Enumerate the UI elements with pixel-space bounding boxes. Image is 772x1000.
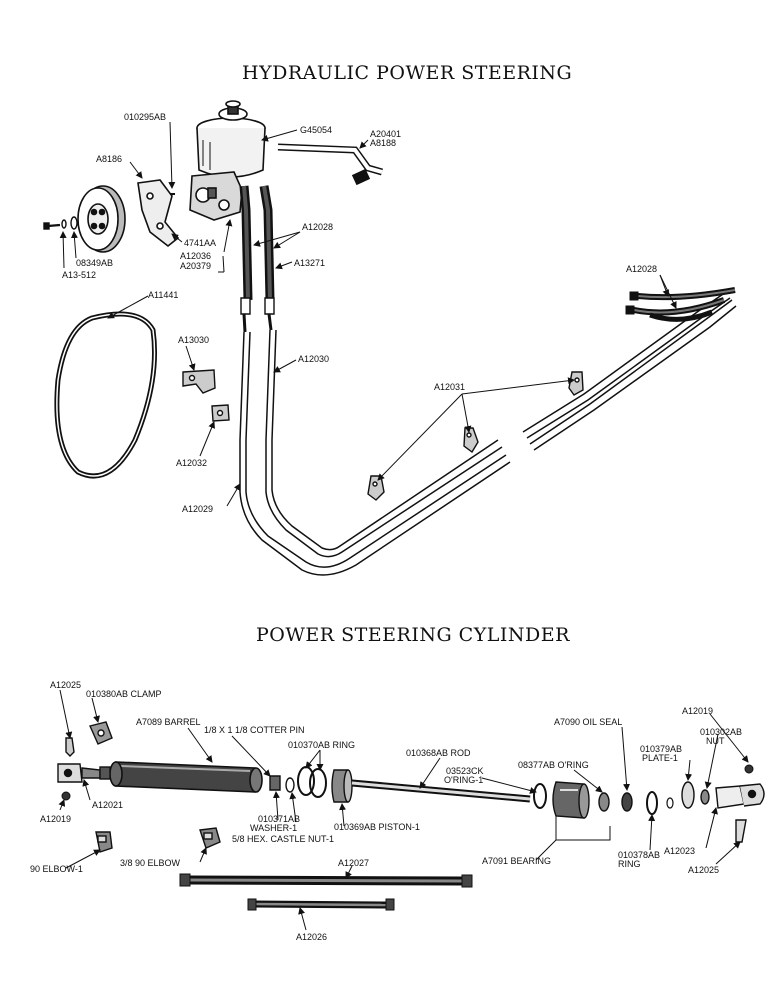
label-plate-1: PLATE-1	[642, 753, 678, 763]
label-a12025-top: A12025	[50, 680, 81, 690]
label-010379ab: 010379AB	[640, 744, 682, 754]
label-a12028-top: A12028	[302, 222, 333, 232]
label-90-elbow: 90 ELBOW-1	[30, 864, 83, 874]
label-a13-512: A13-512	[62, 270, 96, 280]
piston-rod	[351, 779, 531, 803]
clamp-a12032	[211, 404, 230, 422]
label-a12025-bottom: A12025	[688, 865, 719, 875]
label-a7089: A7089 BARREL	[136, 717, 201, 727]
clamps-a12031	[367, 371, 584, 501]
label-010369ab: 010369AB PISTON-1	[334, 822, 420, 832]
pump-reservoir	[196, 100, 266, 178]
top-leader-lines	[59, 121, 677, 507]
label-a12027: A12027	[338, 858, 369, 868]
label-a12028-right: A12028	[626, 264, 657, 274]
right-hose-assembly	[625, 287, 736, 322]
elbow-90	[95, 831, 113, 853]
label-a7090: A7090 OIL SEAL	[554, 717, 622, 727]
label-4741aa: 4741AA	[184, 238, 216, 248]
label-010370ab: 010370AB RING	[288, 740, 355, 750]
cylinder-clamp	[89, 721, 113, 745]
label-a12031: A12031	[434, 382, 465, 392]
label-08377ab: 08377AB O'RING	[518, 760, 589, 770]
label-08349ab: 08349AB	[76, 258, 113, 268]
oring-03523ck	[533, 783, 547, 809]
label-a12026: A12026	[296, 932, 327, 942]
label-010295ab: 010295AB	[124, 112, 166, 122]
hose-a12026	[247, 898, 395, 911]
hoses	[239, 185, 275, 333]
label-cotter-pin: 1/8 X 1 1/8 COTTER PIN	[204, 725, 305, 735]
elbow-38-90	[199, 827, 221, 849]
label-a20401: A20401	[370, 129, 401, 139]
pump-body	[189, 171, 243, 221]
label-a11441: A11441	[148, 290, 178, 300]
pulley-bolt	[43, 216, 78, 230]
bearing	[552, 781, 590, 819]
nut-010302ab	[700, 789, 710, 805]
bolt-a12025-bottom	[735, 819, 747, 843]
label-a7091: A7091 BEARING	[482, 856, 551, 866]
ring-010378ab	[646, 791, 658, 815]
label-010371ab: 010371AB	[258, 814, 300, 824]
label-a12021: A12021	[92, 800, 123, 810]
label-castle-nut: 5/8 HEX. CASTLE NUT-1	[232, 834, 334, 844]
label-a12019-top: A12019	[682, 706, 713, 716]
label-a12019-left: A12019	[40, 814, 71, 824]
bottom-labels: A12025 010380AB CLAMP A7089 BARREL 1/8 X…	[30, 680, 742, 942]
oring-08377ab	[598, 792, 610, 812]
rod-end-a12023	[715, 783, 765, 809]
hose-a12027	[179, 873, 473, 888]
label-nut: NUT	[706, 736, 725, 746]
label-03523ck: 03523CK	[446, 766, 484, 776]
label-a20379: A20379	[180, 261, 211, 271]
label-a12032: A12032	[176, 458, 207, 468]
label-a12030: A12030	[298, 354, 329, 364]
spacer	[666, 797, 674, 809]
label-oring-1: O'RING-1	[444, 775, 483, 785]
label-010380ab: 010380AB CLAMP	[86, 689, 162, 699]
barrel	[109, 761, 263, 793]
clamp-a13030	[182, 369, 216, 394]
label-a8186: A8186	[96, 154, 122, 164]
label-a12036: A12036	[180, 251, 211, 261]
rod-end	[57, 763, 111, 783]
nut-a12019-left	[61, 791, 71, 801]
return-tube	[277, 143, 383, 186]
nut-a12019-right	[744, 764, 754, 774]
hydraulic-power-steering-title: HYDRAULIC POWER STEERING	[242, 62, 573, 84]
piston-parts	[269, 766, 353, 803]
label-a12023: A12023	[664, 846, 695, 856]
power-steering-cylinder-title: POWER STEERING CYLINDER	[256, 624, 570, 646]
label-010378ab: 010378AB	[618, 850, 660, 860]
label-010368ab: 010368AB ROD	[406, 748, 471, 758]
label-washer-1: WASHER-1	[250, 823, 297, 833]
label-010302ab: 010302AB	[700, 727, 742, 737]
drive-belt	[54, 311, 157, 479]
label-a13030: A13030	[178, 335, 209, 345]
bottom-leader-lines	[58, 689, 749, 931]
bolt-a12025-top	[65, 737, 75, 757]
label-a13271: A13271	[294, 258, 325, 268]
oil-seal	[621, 792, 633, 812]
label-a12029: A12029	[182, 504, 213, 514]
pressure-lines	[239, 291, 737, 576]
pulley	[77, 185, 126, 253]
label-ring: RING	[618, 859, 641, 869]
top-labels: 010295AB G45054 A20401 A8188 A8186 4741A…	[62, 112, 657, 514]
label-g45054: G45054	[300, 125, 332, 135]
pump-bracket	[137, 179, 180, 248]
plate	[681, 781, 695, 809]
label-a8188: A8188	[370, 138, 396, 148]
label-38-elbow: 3/8 90 ELBOW	[120, 858, 181, 868]
